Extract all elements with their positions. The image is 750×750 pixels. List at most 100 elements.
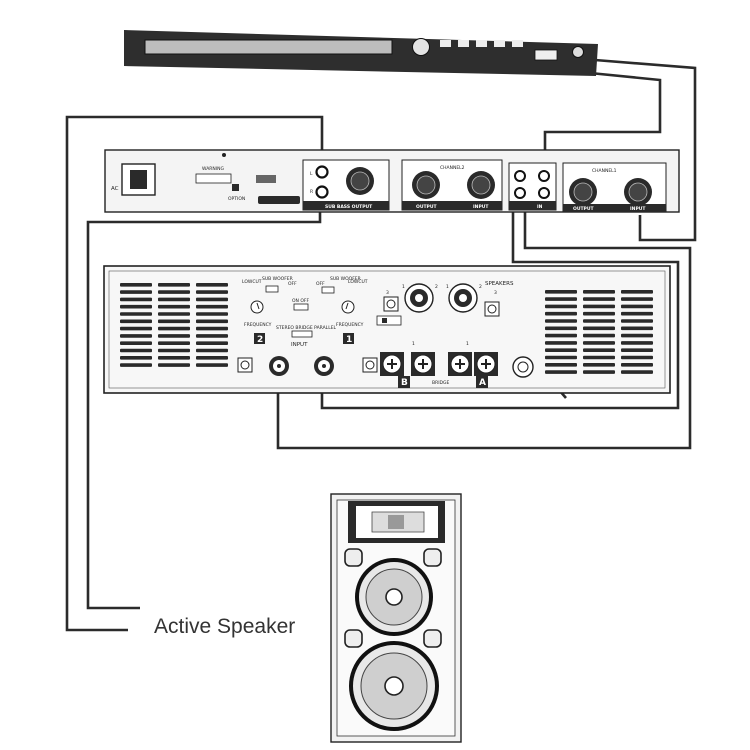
- subbass-l-label: L: [310, 171, 313, 177]
- speaker-port-bottom-right: [423, 629, 442, 648]
- vent-right-slot: [545, 333, 577, 338]
- amp-input-label: INPUT: [291, 342, 308, 348]
- subbass-label-bar: [303, 201, 389, 210]
- amp-frequency-knob-left-pointer: [256, 302, 260, 310]
- channel1-label: CHANNEL1: [592, 168, 617, 174]
- channel1-output-label: OUTPUT: [573, 206, 595, 212]
- vent-right-slot: [545, 341, 577, 345]
- amp-bridge-label: BRIDGE: [432, 380, 449, 386]
- vent-right-slot: [583, 319, 615, 323]
- active-speaker: [330, 493, 462, 743]
- cable-crossover-out-to-amp-in2: [276, 190, 692, 450]
- vent-right-slot: [545, 297, 577, 301]
- vent-left-slot: [196, 304, 228, 309]
- amp-xlr-input-1-pin: [322, 364, 326, 368]
- amp-input-1-badge: [343, 333, 354, 344]
- top-unit-button-3: [476, 40, 487, 47]
- top-unit-brand-plate: [534, 49, 558, 61]
- speaker-port-top-right: [423, 548, 442, 567]
- vent-right-slot: [583, 348, 615, 352]
- vent-right-slot: [583, 370, 615, 374]
- rca-jack-2: [538, 170, 550, 182]
- vent-left-slot: [120, 356, 152, 360]
- speaker-port-top-left: [344, 548, 363, 567]
- top-unit-button-1: [440, 40, 451, 47]
- cable-top-unit-to-crossover-in: [543, 71, 662, 175]
- subbass-r-label: R: [310, 189, 313, 195]
- amp-off-label-right: OFF: [316, 281, 325, 287]
- vent-right-slot: [545, 370, 577, 374]
- amp-frequency-knob-right: [341, 300, 355, 314]
- amp-on-off-label: ON OFF: [292, 298, 309, 304]
- ac-label: AC: [111, 186, 119, 192]
- top-unit-button-5: [512, 40, 523, 47]
- vent-left-slot: [196, 341, 228, 345]
- vent-left-slot: [158, 283, 190, 287]
- vent-left-slot: [120, 312, 152, 316]
- top-unit-knob: [412, 38, 430, 56]
- vent-right-slot: [583, 363, 615, 367]
- amp-num-1-speakon-a: 1: [402, 284, 405, 290]
- amp-badge-a-text: A: [479, 378, 486, 388]
- vent-right-slot: [545, 355, 577, 360]
- rca-jack-1: [514, 170, 526, 182]
- amp-frequency-label-right: FREQUENCY: [336, 322, 364, 328]
- vent-left-slot: [196, 356, 228, 360]
- speaker-horn-driver: [388, 515, 404, 529]
- amp-jack-right-hole: [365, 360, 375, 370]
- vent-left-slot: [120, 283, 152, 287]
- vent-right-slot: [583, 333, 615, 338]
- channel1-xlr-input-inner: [628, 182, 648, 202]
- amplifier-unit: LOWCUT SUB WOOFER OFF FREQUENCY OFF SUB …: [103, 265, 671, 394]
- vent-left-slot: [120, 304, 152, 309]
- vent-left-slot: [120, 334, 152, 338]
- vent-right-slot: [583, 326, 615, 331]
- amp-subwoofer-label-left: SUB WOOFER: [262, 276, 293, 282]
- amp-vents-right: [545, 290, 653, 374]
- vent-right-slot: [545, 304, 577, 309]
- vent-left-slot: [120, 341, 152, 345]
- cables: [65, 58, 697, 632]
- crossover-unit: AC WARNING OPTION L R SUB BASS OUTPUT CH…: [104, 149, 680, 213]
- cable-top-unit-to-ch1-input: [594, 58, 697, 242]
- cable-subbass-r-to-speaker: [86, 195, 322, 610]
- option-label: OPTION: [228, 196, 245, 202]
- vent-right-slot: [621, 333, 653, 338]
- amp-input-2-badge: [254, 333, 265, 344]
- channel2-input-label: INPUT: [473, 204, 489, 210]
- vent-right-slot: [583, 311, 615, 316]
- vent-right-slot: [621, 304, 653, 309]
- vent-left-slot: [158, 290, 190, 294]
- amp-xlr-input-2-pin: [277, 364, 281, 368]
- speaker-woofer-upper-cap: [385, 588, 403, 606]
- amp-indicator-panel: [376, 315, 402, 326]
- subbass-xlr-output-inner: [350, 171, 370, 191]
- vent-left-slot: [196, 297, 228, 302]
- amp-mode-label: STEREO BRIDGE PARALLEL: [276, 325, 337, 331]
- vent-right-slot: [583, 297, 615, 301]
- vent-right-slot: [621, 348, 653, 352]
- amp-subwoofer-label-right: SUB WOOFER: [330, 276, 361, 282]
- vent-right-slot: [621, 363, 653, 367]
- vent-left-slot: [120, 348, 152, 353]
- vent-right-slot: [583, 290, 615, 294]
- vent-left-slot: [196, 283, 228, 287]
- vent-right-slot: [621, 297, 653, 301]
- vent-left-slot: [120, 319, 152, 324]
- vent-right-slot: [545, 311, 577, 316]
- vent-left-slot: [196, 348, 228, 353]
- rca-label-bar: [509, 201, 556, 210]
- vent-right-slot: [621, 326, 653, 331]
- rca-jack-3: [514, 187, 526, 199]
- amp-num-3-right: 3: [494, 290, 497, 296]
- speaker-port-bottom-left: [344, 629, 363, 648]
- vent-left-slot: [158, 341, 190, 345]
- vent-right-slot: [545, 363, 577, 367]
- channel2-xlr-output-inner: [416, 175, 436, 195]
- amp-input-1-badge-text: 1: [346, 335, 352, 345]
- amp-indicator-led: [382, 318, 387, 323]
- vent-left-slot: [120, 363, 152, 367]
- vent-left-slot: [196, 334, 228, 338]
- amp-num-1-terminal-a: 1: [466, 341, 469, 347]
